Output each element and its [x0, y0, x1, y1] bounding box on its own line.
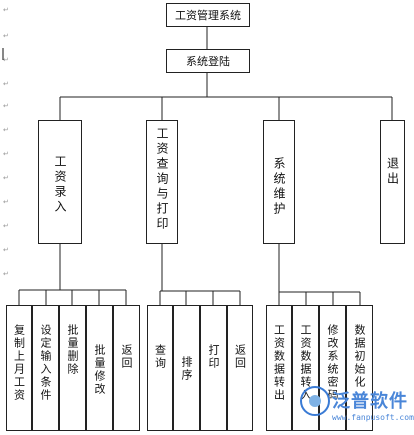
module-node-salary-entry: 工资录入: [38, 120, 82, 244]
leaf-node-label: 工资数据转出: [272, 324, 286, 402]
leaf-node-set-input-conditions: 设定输入条件: [32, 305, 59, 431]
leaf-node-label: 查询: [153, 344, 167, 370]
watermark: 泛普软件 www.fanpusoft.com: [300, 382, 414, 432]
module-node-label: 工资录入: [53, 155, 67, 215]
svg-text:↵: ↵: [3, 246, 9, 254]
leaf-node-label: 返回: [120, 344, 133, 370]
login-node: 系统登陆: [166, 49, 250, 73]
svg-text:↵: ↵: [3, 222, 9, 230]
root-node-label: 工资管理系统: [175, 9, 241, 22]
svg-text:↵: ↵: [3, 126, 9, 134]
svg-text:↵: ↵: [3, 174, 9, 182]
svg-text:↵: ↵: [3, 32, 9, 40]
leaf-node-batch-modify: 批量修改: [86, 305, 113, 431]
watermark-brand: 泛普软件: [332, 391, 408, 412]
leaf-node-label: 批量删除: [66, 324, 79, 376]
leaf-node-label: 返回: [233, 344, 247, 370]
leaf-node-export-data: 工资数据转出: [266, 305, 292, 431]
leaf-node-label: 修改系统密码: [326, 324, 339, 402]
svg-text:↵: ↵: [3, 56, 9, 64]
leaf-node-batch-delete: 批量删除: [59, 305, 86, 431]
leaf-node-label: 复制上月工资: [12, 324, 26, 402]
module-node-system-maintenance: 系统维护: [263, 120, 295, 244]
svg-text:↵: ↵: [3, 80, 9, 88]
svg-text:↵: ↵: [3, 150, 9, 158]
svg-text:↵: ↵: [3, 102, 9, 110]
svg-text:↵: ↵: [3, 270, 9, 278]
leaf-node-label: 打印: [207, 344, 220, 370]
leaf-node-return-2: 返回: [227, 305, 253, 431]
svg-text:↵: ↵: [3, 198, 9, 206]
brand-logo-icon: [300, 386, 330, 416]
watermark-url: www.fanpusoft.com: [332, 413, 414, 422]
leaf-node-query: 查询: [147, 305, 173, 431]
leaf-node-sort: 排序: [173, 305, 200, 431]
leaf-node-label: 批量修改: [93, 344, 106, 396]
leaf-node-label: 工资数据转入: [299, 324, 312, 402]
leaf-node-print: 打印: [200, 305, 227, 431]
module-node-label: 系统维护: [272, 157, 286, 217]
leaf-node-label: 排序: [180, 356, 193, 382]
leaf-node-label: 设定输入条件: [39, 324, 52, 402]
leaf-node-copy-last-month: 复制上月工资: [6, 305, 32, 431]
leaf-node-return: 返回: [113, 305, 140, 431]
leaf-node-label: 数据初始化: [353, 324, 366, 389]
login-node-label: 系统登陆: [186, 55, 230, 68]
module-node-label: 工资查询与打印: [155, 127, 169, 232]
module-node-label: 退出: [385, 157, 400, 187]
svg-text:↵: ↵: [3, 6, 9, 14]
module-node-query-print: 工资查询与打印: [146, 120, 178, 244]
root-node: 工资管理系统: [166, 3, 250, 27]
leaf-node-data-init: 数据初始化: [346, 305, 373, 431]
module-node-exit: 退出: [380, 120, 405, 244]
